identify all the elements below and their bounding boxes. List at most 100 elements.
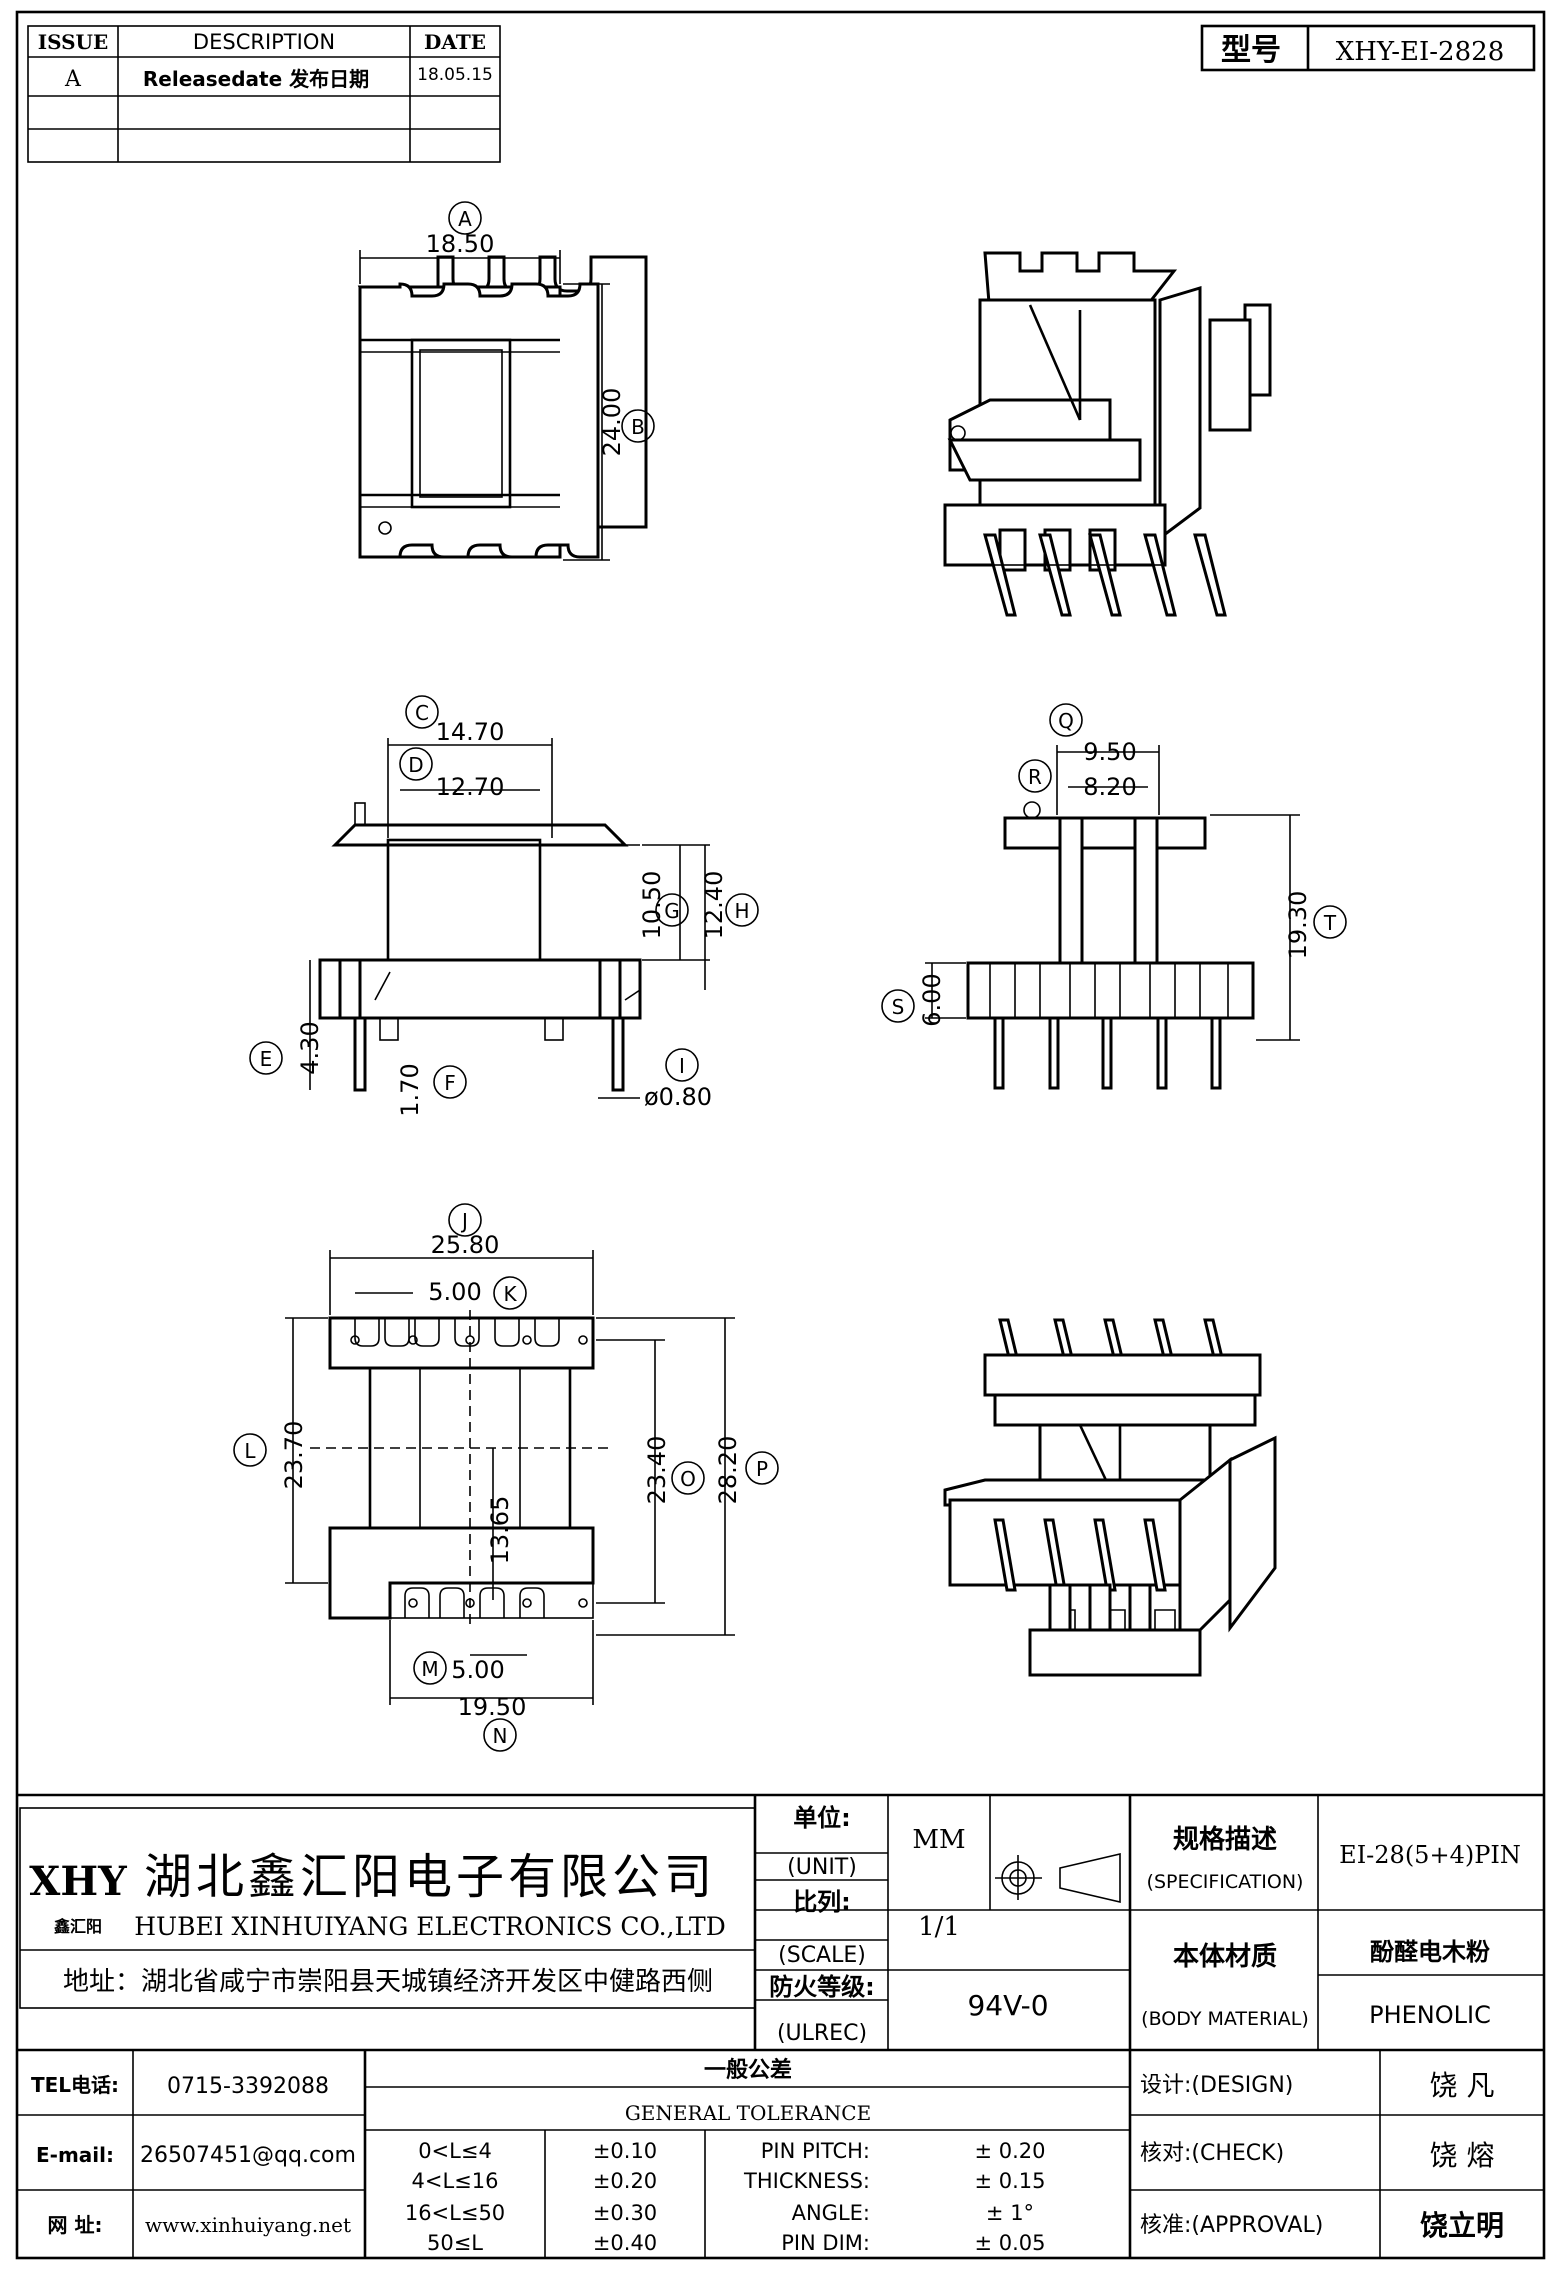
dim-m: 5.00 (451, 1656, 504, 1684)
svg-text:J: J (460, 1209, 468, 1233)
svg-text:H: H (734, 899, 749, 923)
dim-center: 13.65 (486, 1496, 514, 1565)
tol-other-value-4: ± 0.05 (974, 2231, 1045, 2255)
sheet-border (15, 10, 1546, 2260)
bottom-view: 25.80 J 5.00 K 23.70 L 13.65 23.40 O 28.… (233, 1203, 779, 1752)
tol-range-2: 4<L≤16 (412, 2169, 499, 2193)
company-address: 地址：湖北省咸宁市崇阳县天城镇经济开发区中健路西侧 (63, 1967, 713, 1997)
svg-text:D: D (408, 753, 423, 777)
design-name: 饶 凡 (1430, 2069, 1495, 2102)
dim-a: 18.50 (426, 230, 495, 258)
tol-other-value-2: ± 0.15 (974, 2169, 1045, 2193)
svg-text:B: B (631, 415, 645, 439)
scale-label-en: (SCALE) (778, 1943, 866, 1968)
dim-d: 12.70 (436, 773, 505, 801)
revision-date: 18.05.15 (417, 65, 493, 85)
tel-label: TEL电话: (31, 2073, 119, 2097)
approval-label: 核准:(APPROVAL) (1140, 2213, 1323, 2238)
company-name-cn: 湖北鑫汇阳电子有限公司 (144, 1849, 716, 1905)
tol-range-4: 50≤L (427, 2231, 483, 2255)
company-logo-sub: 鑫汇阳 (53, 1917, 102, 1936)
dim-o: 23.40 (643, 1436, 671, 1505)
description-header: DESCRIPTION (193, 30, 335, 54)
dim-i: ø0.80 (644, 1083, 712, 1111)
iso-view-top (943, 251, 1272, 617)
model-label: 型号 (1221, 33, 1281, 68)
tol-other-label-3: ANGLE: (792, 2201, 870, 2225)
check-name: 饶 熔 (1430, 2139, 1495, 2172)
dim-g: 10.50 (638, 871, 666, 940)
ul-value: 94V-0 (967, 1989, 1048, 2022)
web-value: www.xinhuiyang.net (145, 2213, 351, 2237)
top-view: 18.50 A 24.00 B (357, 201, 655, 561)
front-view: 14.70 C 12.70 D 10.50 12.40 G H 4.30 E 1… (249, 695, 759, 1117)
tel-value: 0715-3392088 (167, 2074, 329, 2099)
check-label: 核对:(CHECK) (1140, 2141, 1284, 2166)
svg-text:P: P (756, 1457, 768, 1481)
model-box: 型号 XHY-EI-2828 (1200, 24, 1536, 72)
svg-text:T: T (1323, 911, 1337, 935)
tol-other-value-3: ± 1° (986, 2201, 1034, 2225)
date-header: DATE (424, 30, 486, 54)
spec-label-cn: 规格描述 (1173, 1824, 1277, 1855)
svg-text:M: M (421, 1657, 438, 1681)
unit-label-cn: 单位: (793, 1804, 851, 1832)
tol-other-label-1: PIN PITCH: (761, 2139, 870, 2163)
revision-issue: A (64, 67, 82, 92)
dim-b: 24.00 (598, 388, 626, 457)
dim-t: 19.30 (1284, 891, 1312, 960)
tolerance-title-cn: 一般公差 (704, 2057, 792, 2083)
email-label: E-mail: (36, 2143, 114, 2167)
dim-j: 25.80 (431, 1231, 500, 1259)
tol-range-1: 0<L≤4 (418, 2139, 492, 2163)
svg-text:R: R (1028, 765, 1042, 789)
dim-h: 12.40 (700, 871, 728, 940)
tol-value-3: ±0.30 (593, 2201, 657, 2225)
material-value-cn: 酚醛电木粉 (1370, 1938, 1490, 1966)
svg-text:N: N (493, 1724, 508, 1748)
dim-p: 28.20 (714, 1436, 742, 1505)
spec-label-en: (SPECIFICATION) (1147, 1871, 1304, 1893)
dim-l: 23.70 (280, 1421, 308, 1490)
title-block: XHY 鑫汇阳 湖北鑫汇阳电子有限公司 HUBEI XINHUIYANG ELE… (17, 1793, 1544, 2258)
dim-r: 8.20 (1083, 773, 1136, 801)
issue-header: ISSUE (38, 30, 109, 54)
svg-text:L: L (244, 1439, 256, 1463)
tol-other-label-2: THICKNESS: (743, 2169, 870, 2193)
revision-table: ISSUE DESCRIPTION DATE A Releasedate 发布日… (27, 25, 501, 163)
svg-text:F: F (444, 1071, 456, 1095)
svg-text:K: K (503, 1282, 517, 1306)
dim-f: 1.70 (396, 1063, 424, 1116)
dim-n: 19.50 (458, 1693, 527, 1721)
scale-label-cn: 比列: (793, 1888, 851, 1916)
projection-symbol (995, 1852, 1121, 1904)
ul-label-cn: 防火等级: (769, 1973, 875, 2001)
dim-s: 6.00 (918, 973, 946, 1026)
svg-text:S: S (892, 995, 905, 1019)
revision-description: Releasedate 发布日期 (143, 67, 369, 91)
dim-k: 5.00 (428, 1278, 481, 1306)
tol-value-2: ±0.20 (593, 2169, 657, 2193)
dim-e: 4.30 (296, 1021, 324, 1074)
side-view: 9.50 Q 8.20 R 19.30 T 6.00 S (881, 703, 1347, 1090)
tol-other-label-4: PIN DIM: (781, 2231, 870, 2255)
unit-label-en: (UNIT) (787, 1855, 857, 1880)
company-name-en: HUBEI XINHUIYANG ELECTRONICS CO.,LTD (134, 1912, 726, 1941)
ul-label-en: (ULREC) (777, 2021, 867, 2046)
material-label-en: (BODY MATERIAL) (1141, 2008, 1309, 2030)
iso-view-bottom (943, 1318, 1277, 1677)
svg-text:A: A (458, 207, 472, 231)
unit-value: MM (912, 1825, 965, 1855)
dim-c: 14.70 (436, 718, 505, 746)
material-label-cn: 本体材质 (1173, 1942, 1277, 1972)
dim-q: 9.50 (1083, 738, 1136, 766)
svg-text:I: I (679, 1054, 685, 1078)
email-value: 26507451@qq.com (140, 2143, 356, 2168)
company-logo: XHY (29, 1858, 127, 1905)
svg-text:O: O (680, 1467, 696, 1491)
tolerance-title-en: GENERAL TOLERANCE (625, 2101, 871, 2125)
design-label: 设计:(DESIGN) (1140, 2073, 1293, 2098)
tol-range-3: 16<L≤50 (405, 2201, 505, 2225)
svg-text:E: E (260, 1047, 273, 1071)
material-value-en: PHENOLIC (1369, 2001, 1491, 2029)
